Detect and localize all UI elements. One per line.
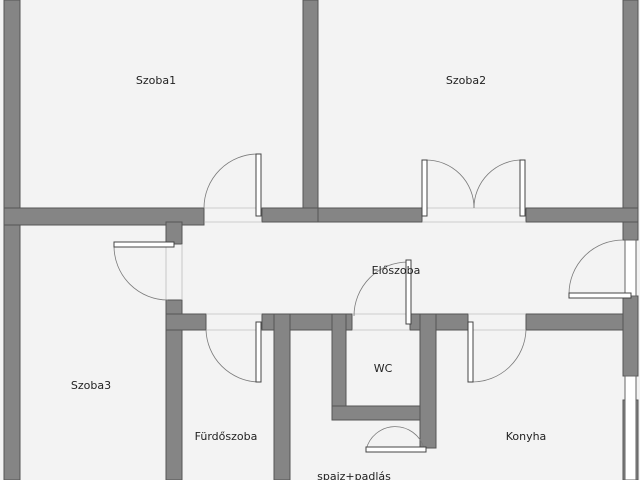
wall-szoba1-bottom-left — [3, 207, 205, 226]
wall-hall-bottom-4 — [525, 313, 639, 331]
wall-left-outer — [3, 0, 21, 480]
room-label-eloszoba: Előszoba — [372, 264, 421, 277]
window-right-2 — [624, 375, 637, 480]
door-leaf-spajz — [365, 446, 427, 453]
door-leaf-szoba2-left — [421, 159, 428, 217]
room-label-szoba3: Szoba3 — [71, 379, 111, 392]
door-leaf-szoba1 — [255, 153, 262, 217]
door-szoba3 — [113, 241, 183, 301]
room-label-konyha: Konyha — [506, 430, 547, 443]
room-labels: Szoba1 Szoba2 Előszoba Szoba3 WC Fürdősz… — [71, 74, 546, 480]
room-label-spajz: spajz+padlás — [317, 470, 391, 480]
wall-szoba2-bottom-right — [525, 207, 639, 223]
door-szoba2-double — [421, 159, 526, 223]
room-label-szoba1: Szoba1 — [136, 74, 176, 87]
wall-wc-right — [419, 313, 437, 449]
wall-right-upper — [622, 0, 639, 241]
door-szoba1 — [203, 153, 262, 223]
door-spajz — [365, 426, 427, 453]
door-leaf-konyha — [467, 321, 474, 383]
room-label-furdoszoba: Fürdőszoba — [195, 430, 258, 443]
door-leaf-furdoszoba — [255, 321, 262, 383]
wall-hall-bottom-1 — [165, 313, 207, 331]
wall-szoba1-right — [302, 0, 319, 223]
door-konyha — [467, 313, 527, 383]
door-furdoszoba — [205, 313, 262, 383]
door-entrance — [568, 239, 632, 299]
door-wc — [352, 259, 412, 331]
wall-szoba1-bottom-right — [261, 207, 319, 223]
door-leaf-wc — [405, 259, 412, 325]
window-right-1 — [624, 239, 637, 297]
walls — [3, 0, 639, 480]
room-label-wc: WC — [374, 362, 393, 375]
wall-right-lower — [622, 295, 639, 377]
wall-hall-left-upper — [165, 221, 183, 245]
door-leaf-szoba3 — [113, 241, 175, 248]
door-leaf-entrance — [568, 292, 632, 299]
wall-wc-left — [331, 313, 347, 421]
wall-hall-left-lower — [165, 299, 183, 480]
wall-bath-right — [273, 313, 291, 480]
wall-hall-bottom-3 — [409, 313, 469, 331]
door-leaf-szoba2-right — [519, 159, 526, 217]
room-label-szoba2: Szoba2 — [446, 74, 486, 87]
wall-szoba2-bottom-left — [317, 207, 423, 223]
